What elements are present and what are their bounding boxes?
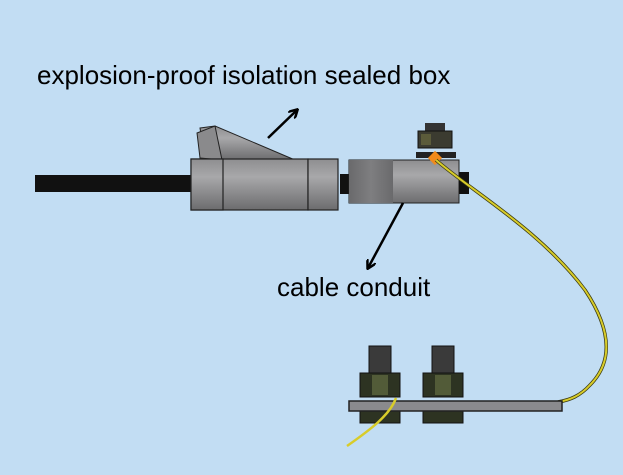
cable-rod (35, 175, 195, 192)
terminal-bolt-2 (422, 345, 464, 424)
coupling (340, 174, 350, 194)
ground-bar (348, 400, 563, 412)
conduit-label: cable conduit (277, 272, 431, 302)
lead-wire (346, 397, 398, 448)
ground-wire (434, 158, 608, 404)
cable-conduit (348, 159, 469, 204)
sealed-box-arrow (267, 110, 297, 139)
sealed-box-label: explosion-proof isolation sealed box (37, 60, 451, 90)
sealed-box (190, 158, 339, 211)
sealed-box-inlet-cone (196, 125, 296, 161)
conduit-arrow (368, 202, 405, 268)
